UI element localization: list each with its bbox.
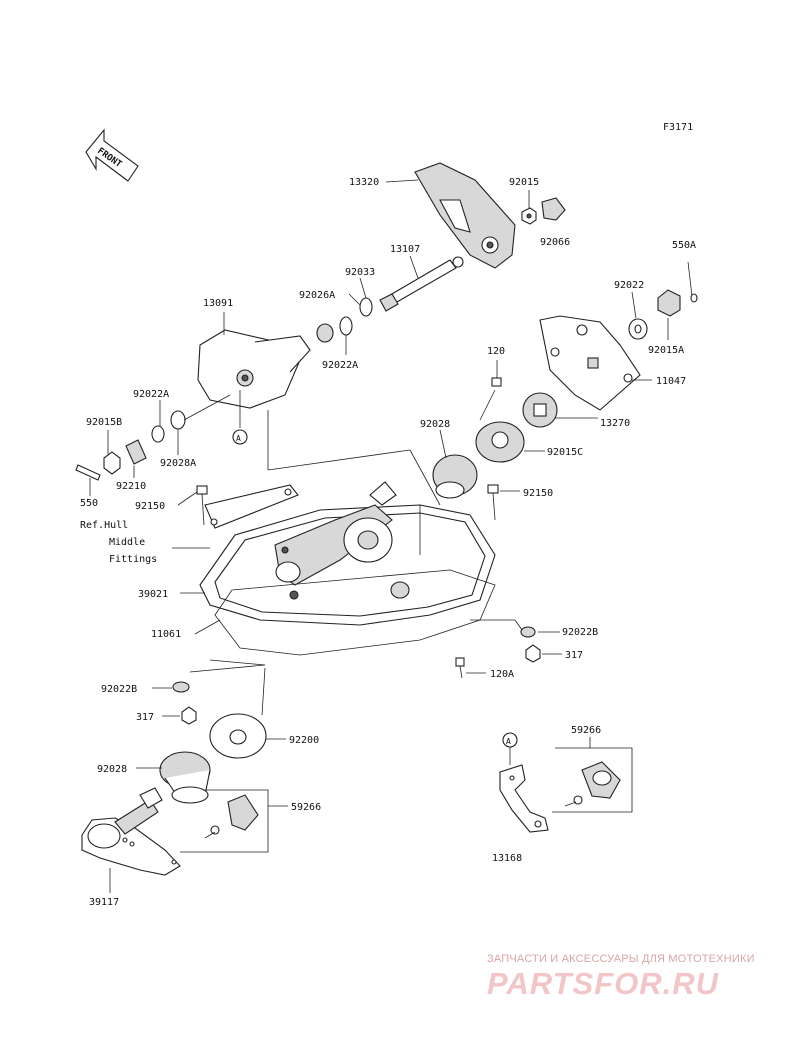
nut-317-right bbox=[525, 644, 541, 663]
washer-92022B-right bbox=[520, 626, 536, 638]
callout-11047: 11047 bbox=[656, 376, 686, 387]
washer-92022B-left bbox=[172, 681, 190, 693]
callout-120A: 120A bbox=[490, 669, 514, 680]
callout-59266-bottom: 59266 bbox=[291, 802, 321, 813]
callout-11061: 11061 bbox=[151, 629, 181, 640]
screw-120 bbox=[491, 377, 502, 387]
cotter-pin-550A bbox=[687, 261, 698, 303]
callout-39117: 39117 bbox=[89, 897, 119, 908]
callout-92015B: 92015B bbox=[86, 417, 122, 428]
callout-13270: 13270 bbox=[600, 418, 630, 429]
lever-housing-13320 bbox=[414, 162, 516, 269]
callout-13168: 13168 bbox=[492, 853, 522, 864]
ref-note-line2: Middle bbox=[109, 537, 145, 548]
callout-92033: 92033 bbox=[345, 267, 375, 278]
collar-92028-mid bbox=[432, 454, 478, 499]
cap-92066 bbox=[541, 197, 566, 221]
nut-92015B bbox=[103, 451, 121, 475]
ref-note-line1: Ref.Hull bbox=[80, 520, 128, 531]
callout-92022B-right: 92022B bbox=[562, 627, 598, 638]
cotter-pin-550 bbox=[75, 464, 101, 481]
callout-92150-left: 92150 bbox=[135, 501, 165, 512]
bracket-13168-mount bbox=[204, 484, 299, 529]
callout-92015A: 92015A bbox=[648, 345, 684, 356]
shaft-13107 bbox=[379, 256, 464, 312]
housing-13091 bbox=[197, 329, 311, 409]
callout-92066: 92066 bbox=[540, 237, 570, 248]
cable-end-59266-right bbox=[564, 761, 621, 807]
washer-92028A bbox=[170, 410, 186, 430]
washer-92022A-top bbox=[339, 316, 353, 336]
bracket-11047 bbox=[539, 315, 641, 411]
callout-92210: 92210 bbox=[116, 481, 146, 492]
screw-120A bbox=[455, 657, 465, 679]
nut-317-left bbox=[181, 706, 197, 725]
cam-92015C bbox=[475, 421, 525, 463]
callout-92150-right: 92150 bbox=[523, 488, 553, 499]
callout-317-left: 317 bbox=[136, 712, 154, 723]
callout-59266-right: 59266 bbox=[571, 725, 601, 736]
washer-92022A-left bbox=[151, 425, 165, 443]
watermark-logo: PARTSFOR.RU bbox=[487, 966, 720, 1001]
plate-13270 bbox=[522, 392, 558, 428]
callout-92022A-top: 92022A bbox=[322, 360, 358, 371]
ref-note-line3: Fittings bbox=[109, 554, 157, 565]
circlip-92033 bbox=[359, 297, 373, 317]
bracket-13168 bbox=[499, 764, 549, 833]
callout-550: 550 bbox=[80, 498, 98, 509]
washer-92200 bbox=[209, 713, 267, 759]
callout-92022: 92022 bbox=[614, 280, 644, 291]
callout-120: 120 bbox=[487, 346, 505, 357]
callout-317-right: 317 bbox=[565, 650, 583, 661]
bolt-92150-left bbox=[196, 485, 208, 526]
callout-92026A: 92026A bbox=[299, 290, 335, 301]
callout-92022B-left: 92022B bbox=[101, 684, 137, 695]
callout-92028-mid: 92028 bbox=[420, 419, 450, 430]
callout-92028A: 92028A bbox=[160, 458, 196, 469]
cover-plate-39021 bbox=[199, 504, 496, 626]
lever-39117 bbox=[81, 787, 181, 876]
callout-13107: 13107 bbox=[390, 244, 420, 255]
spacer-92210 bbox=[125, 439, 147, 465]
svg-text:A: A bbox=[506, 737, 511, 746]
collar-92028-bottom bbox=[159, 751, 211, 804]
callout-13091: 13091 bbox=[203, 298, 233, 309]
callout-92028-bottom: 92028 bbox=[97, 764, 127, 775]
callout-92015: 92015 bbox=[509, 177, 539, 188]
figure-code: F3171 bbox=[663, 122, 693, 133]
watermark-tagline: ЗАПЧАСТИ И АКСЕССУАРЫ ДЛЯ МОТОТЕХНИКИ bbox=[487, 953, 755, 965]
marker-a-lower: A bbox=[502, 732, 518, 748]
callout-92022A-left: 92022A bbox=[133, 389, 169, 400]
callout-39021: 39021 bbox=[138, 589, 168, 600]
marker-a-upper: A bbox=[232, 429, 248, 445]
callout-92015C: 92015C bbox=[547, 447, 583, 458]
callout-92200: 92200 bbox=[289, 735, 319, 746]
nut-92015A bbox=[657, 289, 681, 317]
nut-92015 bbox=[521, 207, 537, 225]
svg-text:A: A bbox=[236, 434, 241, 443]
bolt-92150-right bbox=[487, 484, 499, 521]
inner-shaft bbox=[274, 481, 410, 600]
washer-92022 bbox=[628, 318, 648, 340]
cable-end-59266-bottom bbox=[204, 794, 259, 839]
callout-13320: 13320 bbox=[349, 177, 379, 188]
callout-550A: 550A bbox=[672, 240, 696, 251]
front-arrow-icon: FRONT bbox=[85, 128, 139, 182]
bushing-top bbox=[316, 323, 334, 343]
